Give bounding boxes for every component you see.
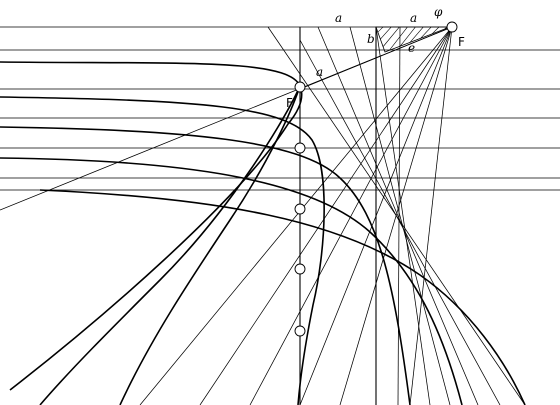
- label-a-top: a: [335, 11, 342, 25]
- curve-6: [39, 85, 301, 405]
- label-a-top-right: a: [410, 11, 417, 25]
- construction-points: [294, 21, 458, 337]
- label-a-mid: a: [316, 65, 323, 79]
- curve-1: [0, 61, 303, 391]
- focus-point: [446, 21, 458, 33]
- label-phi: φ: [434, 5, 443, 19]
- curve-3: [0, 126, 411, 405]
- construction-point-5: [294, 325, 306, 337]
- curve-5: [39, 189, 526, 405]
- labels: a a φ b e a F F: [286, 5, 465, 110]
- label-f-left: F: [286, 96, 293, 110]
- construction-point-1: [294, 81, 306, 93]
- curve-7: [119, 85, 301, 405]
- crossing-rays: [267, 26, 526, 405]
- curve-4: [0, 157, 463, 405]
- rays-from-focus: [0, 26, 453, 405]
- construction-point-2: [294, 142, 306, 154]
- construction-point-4: [294, 263, 306, 275]
- envelope-curves: [0, 61, 526, 405]
- label-e: e: [408, 41, 415, 55]
- horizontal-lines: [0, 26, 560, 191]
- label-f-right: F: [458, 35, 465, 49]
- construction-point-3: [294, 203, 306, 215]
- label-b: b: [367, 32, 375, 46]
